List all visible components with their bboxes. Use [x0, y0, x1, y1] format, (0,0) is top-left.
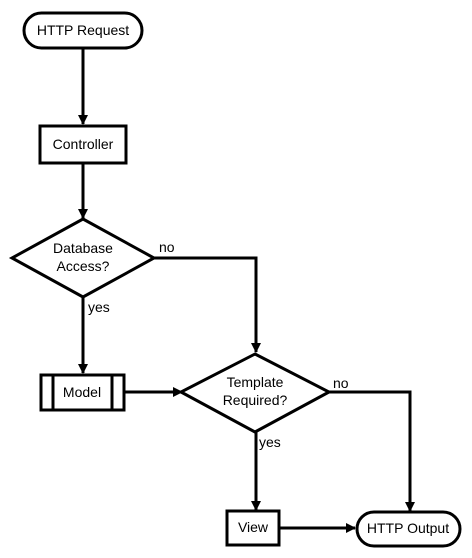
node-template-required: Template Required? — [177, 352, 333, 434]
node-label-template-line1: Template — [227, 374, 284, 390]
node-model: Model — [39, 373, 126, 412]
node-http-output: HTTP Output — [355, 510, 462, 548]
node-label-database-line1: Database — [53, 240, 113, 256]
edge-label-database-yes: yes — [88, 299, 110, 315]
node-label-http-request: HTTP Request — [37, 22, 129, 38]
edge-label-database-no: no — [159, 239, 175, 255]
node-label-view: View — [238, 519, 269, 535]
node-http-request: HTTP Request — [22, 11, 144, 50]
node-label-controller: Controller — [53, 136, 114, 152]
node-label-http-output: HTTP Output — [367, 520, 449, 536]
edge-database-no: no — [154, 239, 261, 353]
node-database-access: Database Access? — [8, 217, 158, 299]
node-label-database-line2: Access? — [57, 258, 110, 274]
node-label-template-line2: Required? — [223, 392, 288, 408]
node-controller: Controller — [38, 124, 128, 165]
edge-database-yes: yes — [78, 298, 110, 374]
node-label-model: Model — [63, 384, 101, 400]
edge-label-template-no: no — [333, 375, 349, 391]
edge-label-template-yes: yes — [259, 434, 281, 450]
edge-template-no: no — [329, 375, 415, 512]
node-view: View — [225, 509, 281, 547]
edge-template-yes: yes — [251, 432, 281, 511]
